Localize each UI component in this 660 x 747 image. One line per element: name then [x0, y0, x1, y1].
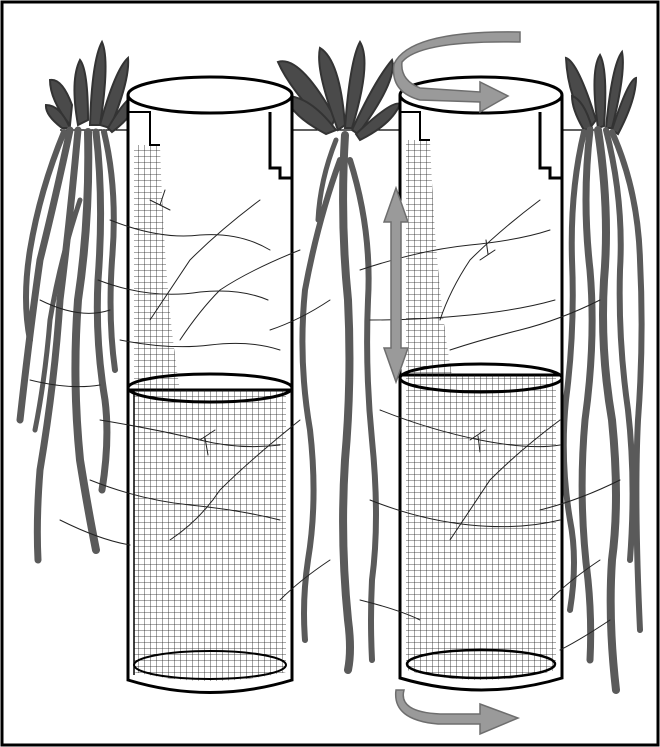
core-left-top-rim: [128, 77, 292, 113]
core-right-mesh: [406, 375, 556, 680]
ingrowth-core-right: [400, 77, 562, 690]
ingrowth-core-left: [128, 77, 292, 693]
